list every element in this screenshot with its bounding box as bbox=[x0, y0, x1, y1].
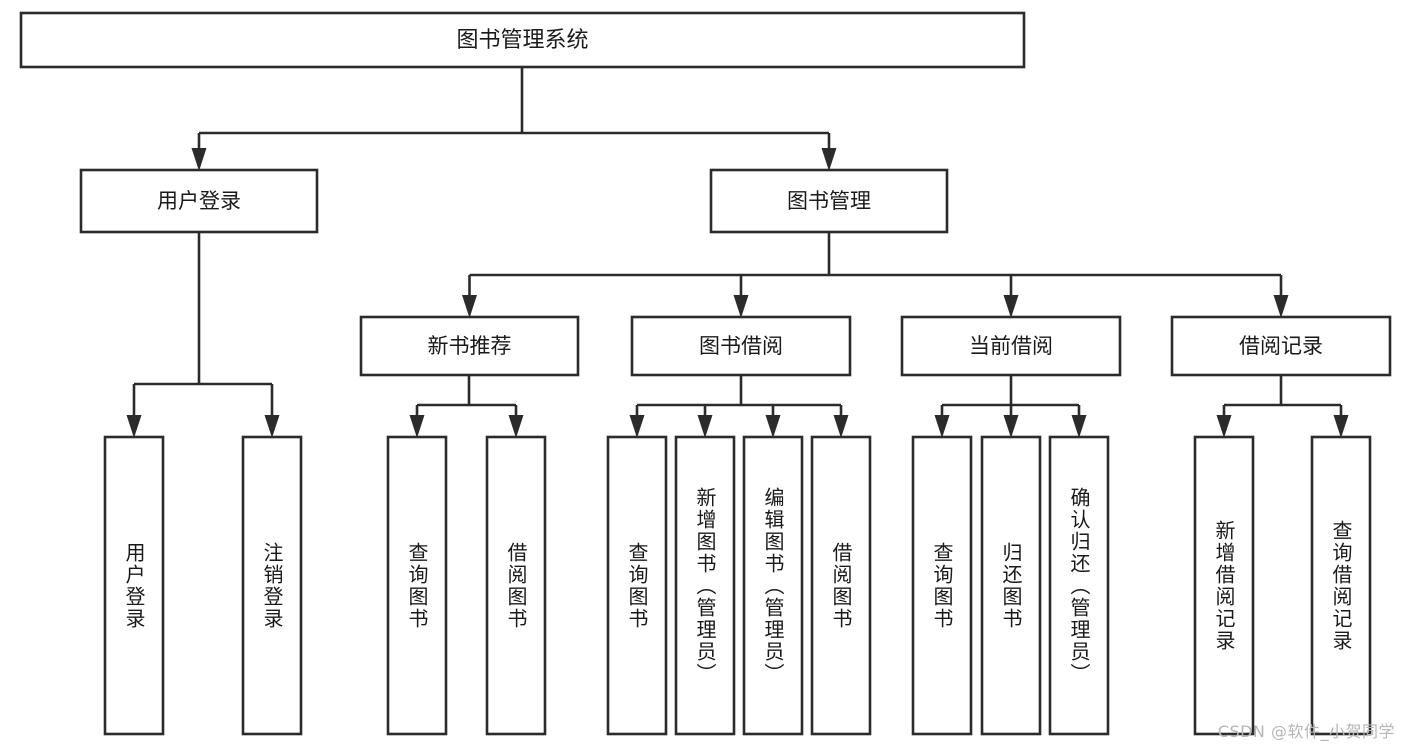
node-box[interactable] bbox=[1310, 435, 1372, 736]
node-box[interactable] bbox=[674, 435, 736, 736]
arrow-head-icon bbox=[1003, 295, 1019, 318]
leaf-node-leaf-add-record[interactable] bbox=[1193, 435, 1255, 736]
node-box[interactable] bbox=[359, 315, 580, 377]
node-box[interactable] bbox=[810, 435, 872, 736]
node-box[interactable] bbox=[742, 435, 804, 736]
connector-c-user-login bbox=[126, 232, 280, 438]
node-label: 图书管理 bbox=[787, 189, 871, 213]
connector-c-root bbox=[191, 67, 837, 171]
node-label: 用户登录 bbox=[157, 189, 241, 213]
arrow-head-icon bbox=[1071, 415, 1087, 438]
node-box[interactable] bbox=[79, 168, 319, 234]
arrow-head-icon bbox=[629, 415, 645, 438]
leaf-node-leaf-edit-book[interactable] bbox=[742, 435, 804, 736]
node-label: 图书管理系统 bbox=[456, 28, 588, 53]
arrow-head-icon bbox=[409, 415, 425, 438]
arrow-head-icon bbox=[264, 415, 280, 438]
arrow-head-icon bbox=[191, 148, 207, 171]
leaf-node-leaf-user-login[interactable] bbox=[103, 435, 165, 736]
leaf-node-leaf-borrow-book-1[interactable] bbox=[485, 435, 547, 736]
leaf-node-leaf-user-logout[interactable] bbox=[241, 435, 303, 736]
connector-c-current-borrow bbox=[934, 375, 1087, 438]
node-box[interactable] bbox=[911, 435, 973, 736]
node-box[interactable] bbox=[485, 435, 547, 736]
level3-node-book-borrow[interactable]: 图书借阅 bbox=[630, 315, 852, 377]
root-node-root[interactable]: 图书管理系统 bbox=[19, 11, 1026, 69]
node-box[interactable] bbox=[1048, 435, 1110, 736]
node-label: 当前借阅 bbox=[969, 334, 1053, 358]
node-box[interactable] bbox=[630, 315, 852, 377]
node-box[interactable] bbox=[241, 435, 303, 736]
node-label: 新书推荐 bbox=[428, 334, 512, 358]
leaf-node-leaf-query-book-3[interactable] bbox=[911, 435, 973, 736]
level3-node-current-borrow[interactable]: 当前借阅 bbox=[900, 315, 1122, 377]
node-box[interactable] bbox=[19, 11, 1026, 69]
arrow-head-icon bbox=[697, 415, 713, 438]
connector-c-book-borrow bbox=[629, 375, 849, 438]
arrow-head-icon bbox=[1003, 415, 1019, 438]
node-box[interactable] bbox=[103, 435, 165, 736]
arrow-head-icon bbox=[765, 415, 781, 438]
node-box[interactable] bbox=[709, 168, 949, 234]
leaf-node-leaf-confirm-return[interactable] bbox=[1048, 435, 1110, 736]
connector-c-borrow-record bbox=[1216, 375, 1349, 438]
connector-c-book-manage bbox=[462, 232, 1289, 318]
arrow-head-icon bbox=[821, 148, 837, 171]
node-box[interactable] bbox=[900, 315, 1122, 377]
arrow-head-icon bbox=[1273, 295, 1289, 318]
leaf-node-leaf-borrow-book-2[interactable] bbox=[810, 435, 872, 736]
arrow-head-icon bbox=[462, 295, 477, 318]
node-label: 借阅记录 bbox=[1239, 334, 1323, 358]
level3-node-borrow-record[interactable]: 借阅记录 bbox=[1170, 315, 1392, 377]
level3-node-new-book-rec[interactable]: 新书推荐 bbox=[359, 315, 580, 377]
leaf-node-leaf-query-record[interactable] bbox=[1310, 435, 1372, 736]
node-box[interactable] bbox=[386, 435, 448, 736]
level2-node-user-login[interactable]: 用户登录 bbox=[79, 168, 319, 234]
node-box[interactable] bbox=[606, 435, 668, 736]
arrow-head-icon bbox=[1216, 415, 1232, 438]
arrow-head-icon bbox=[508, 415, 524, 438]
arrow-head-icon bbox=[733, 295, 749, 318]
leaf-node-leaf-query-book-1[interactable] bbox=[386, 435, 448, 736]
leaf-node-leaf-query-book-2[interactable] bbox=[606, 435, 668, 736]
connector-layer bbox=[126, 67, 1349, 438]
level2-node-book-manage[interactable]: 图书管理 bbox=[709, 168, 949, 234]
leaf-node-leaf-add-book[interactable] bbox=[674, 435, 736, 736]
node-box[interactable] bbox=[1170, 315, 1392, 377]
node-box[interactable] bbox=[1193, 435, 1255, 736]
arrow-head-icon bbox=[1333, 415, 1349, 438]
connector-c-new-book-rec bbox=[409, 375, 524, 438]
leaf-node-leaf-return-book[interactable] bbox=[980, 435, 1042, 736]
csdn-watermark: CSDN @软件_小贺同学 bbox=[1217, 722, 1395, 741]
node-box[interactable] bbox=[980, 435, 1042, 736]
arrow-head-icon bbox=[833, 415, 849, 438]
arrow-head-icon bbox=[126, 415, 142, 438]
arrow-head-icon bbox=[934, 415, 950, 438]
node-label: 图书借阅 bbox=[699, 334, 783, 358]
